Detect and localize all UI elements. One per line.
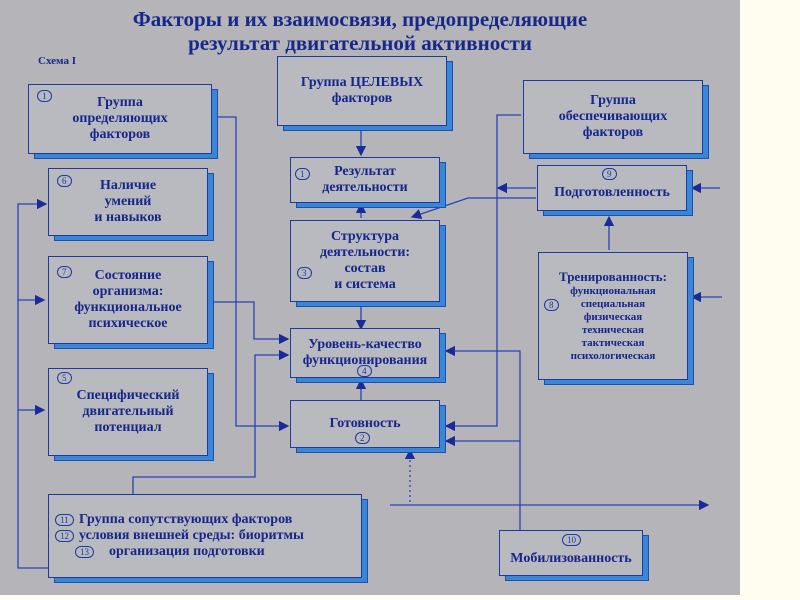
badge-number: 5 xyxy=(57,372,72,384)
box-mobilization: 10 Мобилизованность xyxy=(499,530,643,576)
box-line: факторов xyxy=(89,127,151,142)
row-text: Группа сопутствующих факторов xyxy=(79,512,293,527)
box-skills: 6 Наличие умений и навыков xyxy=(48,168,208,236)
box-line: психическое xyxy=(88,316,168,331)
badge-number: 11 xyxy=(55,514,74,526)
connector-accompanying-to-functioning xyxy=(132,349,290,495)
box-line: Результат xyxy=(334,164,396,179)
box-preparedness: 9 Подготовленность xyxy=(537,165,687,211)
training-item: психологическая xyxy=(570,350,656,362)
training-item: техническая xyxy=(582,324,644,336)
connector-providing-to-readiness xyxy=(444,114,521,432)
badge-number: 1 xyxy=(37,90,52,102)
box-readiness: Готовность 2 xyxy=(290,400,440,448)
training-item: специальная xyxy=(580,298,646,310)
box-functioning-level: Уровень-качество функционирования 4 xyxy=(290,328,440,378)
badge-number: 7 xyxy=(57,266,72,278)
badge-number: 3 xyxy=(297,267,312,279)
diagram-title-line2: результат двигательной активности xyxy=(188,31,532,55)
training-title: Тренированность: xyxy=(559,269,667,284)
box-label: Готовность xyxy=(329,416,401,431)
box-line: деятельности xyxy=(322,180,408,195)
box-line: обеспечивающих xyxy=(558,109,668,124)
diagram-title-line1: Факторы и их взаимосвязи, предопределяющ… xyxy=(132,7,588,31)
box-providing-group: Группа обеспечивающих факторов xyxy=(523,80,703,154)
badge-number: 12 xyxy=(55,530,74,542)
box-training: Тренированность: 8 функциональная специа… xyxy=(538,252,688,380)
connectors xyxy=(17,114,722,569)
box-structure: 3 Структура деятельности: состав и систе… xyxy=(290,220,440,302)
box-line: организма: xyxy=(92,284,164,299)
box-accompanying: 11 Группа сопутствующих факторов 12 усло… xyxy=(48,494,362,578)
badge-number: 9 xyxy=(602,168,617,180)
badge-number: 6 xyxy=(57,175,72,187)
badge-number: 10 xyxy=(562,534,581,546)
box-label: Подготовленность xyxy=(554,185,670,200)
box-line: факторов xyxy=(331,91,393,106)
box-line: функциональное xyxy=(74,300,182,315)
accompanying-row: 11 Группа сопутствующих факторов xyxy=(55,512,292,528)
accompanying-row: 13 организация подготовки xyxy=(55,544,265,560)
badge-number: 2 xyxy=(355,432,370,444)
training-item: тактическая xyxy=(581,337,645,349)
box-label: Мобилизованность xyxy=(510,551,632,566)
scheme-label: Схема I xyxy=(38,55,77,67)
connector-organism-to-functioning xyxy=(212,301,290,345)
box-line: деятельности: xyxy=(319,245,411,260)
row-text: организация подготовки xyxy=(109,544,265,559)
badge-number: 4 xyxy=(357,365,372,377)
box-line: состав xyxy=(344,261,386,276)
connector-defining-to-readiness xyxy=(212,116,290,432)
box-line: Специфический xyxy=(76,388,180,403)
box-line: умений xyxy=(104,194,152,209)
box-line: и система xyxy=(334,277,396,292)
box-line: факторов xyxy=(582,125,644,140)
box-line: функционирования xyxy=(302,353,428,368)
box-line: Состояние xyxy=(94,268,162,283)
training-item: функциональная xyxy=(570,285,656,297)
diagram-canvas: Факторы и их взаимосвязи, предопределяющ… xyxy=(0,0,740,595)
accompanying-row: 12 условия внешней среды: биоритмы xyxy=(55,528,304,544)
connector-mobilization-to-functioning xyxy=(444,345,521,530)
connector-preparedness-to-structure xyxy=(410,197,536,220)
box-line: двигательный xyxy=(82,404,174,419)
box-line: Наличие xyxy=(99,178,157,193)
box-line: Группа xyxy=(590,93,636,108)
badge-number: 8 xyxy=(544,299,559,311)
box-organism-state: 7 Состояние организма: функциональное пс… xyxy=(48,256,208,344)
box-line: потенциал xyxy=(94,420,162,435)
box-line: Структура xyxy=(330,229,400,244)
box-target-group: Группа ЦЕЛЕВЫХ факторов xyxy=(277,56,447,126)
badge-number: 13 xyxy=(75,546,94,558)
box-defining-group: 1 Группа определяющих факторов xyxy=(28,84,212,154)
box-line: определяющих xyxy=(72,111,168,126)
badge-number: 1 xyxy=(295,168,310,180)
row-text: условия внешней среды: биоритмы xyxy=(79,528,304,543)
connector-left-bus xyxy=(17,198,48,569)
training-item: физическая xyxy=(583,311,643,323)
box-line: и навыков xyxy=(94,210,162,225)
box-line: Группа xyxy=(97,95,143,110)
box-result: 1 Результат деятельности xyxy=(290,157,440,203)
box-motor-potential: 5 Специфический двигательный потенциал xyxy=(48,368,208,456)
box-line: Уровень-качество xyxy=(308,337,422,352)
box-line: Группа ЦЕЛЕВЫХ xyxy=(300,75,424,90)
